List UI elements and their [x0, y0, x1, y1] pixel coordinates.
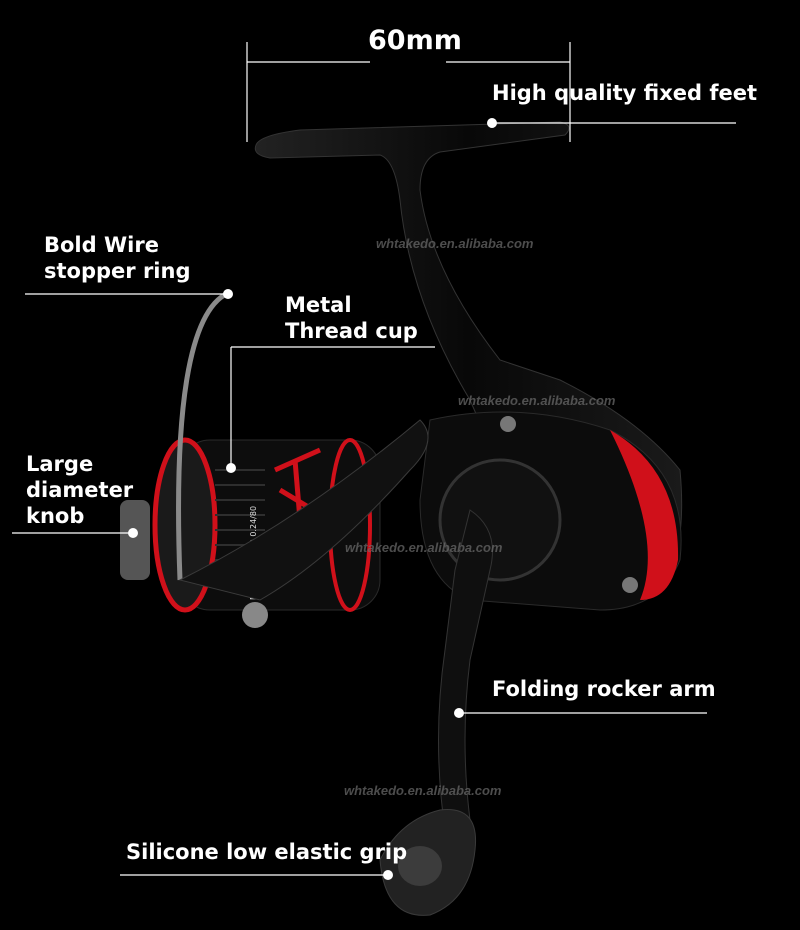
bail-screw	[242, 602, 268, 628]
watermark: whtakedo.en.alibaba.com	[458, 393, 616, 408]
red-trim-body	[610, 430, 679, 600]
grip-cap	[398, 846, 442, 886]
callout-wire-stopper-ring: Bold Wire stopper ring	[44, 233, 191, 283]
annotation-dots	[128, 118, 497, 880]
callout-rocker-arm: Folding rocker arm	[492, 677, 716, 701]
annotation-lines	[12, 42, 736, 876]
screw	[500, 416, 516, 432]
callout-thread-cup: Metal Thread cup	[285, 293, 418, 343]
spool-front	[152, 437, 218, 613]
callout-fixed-feet: High quality fixed feet	[492, 81, 758, 105]
callout-knob: Large diameter knob	[26, 452, 134, 528]
knob	[120, 500, 150, 580]
screw	[622, 577, 638, 593]
bail-wire	[176, 290, 230, 581]
rocker-arm	[438, 509, 493, 831]
watermark: whtakedo.en.alibaba.com	[345, 540, 503, 555]
watermark: whtakedo.en.alibaba.com	[344, 783, 502, 798]
dimension-label: 60mm	[368, 25, 462, 56]
callout-grip: Silicone low elastic grip	[126, 840, 408, 864]
bail-arm	[178, 419, 429, 601]
watermark: whtakedo.en.alibaba.com	[376, 236, 534, 251]
